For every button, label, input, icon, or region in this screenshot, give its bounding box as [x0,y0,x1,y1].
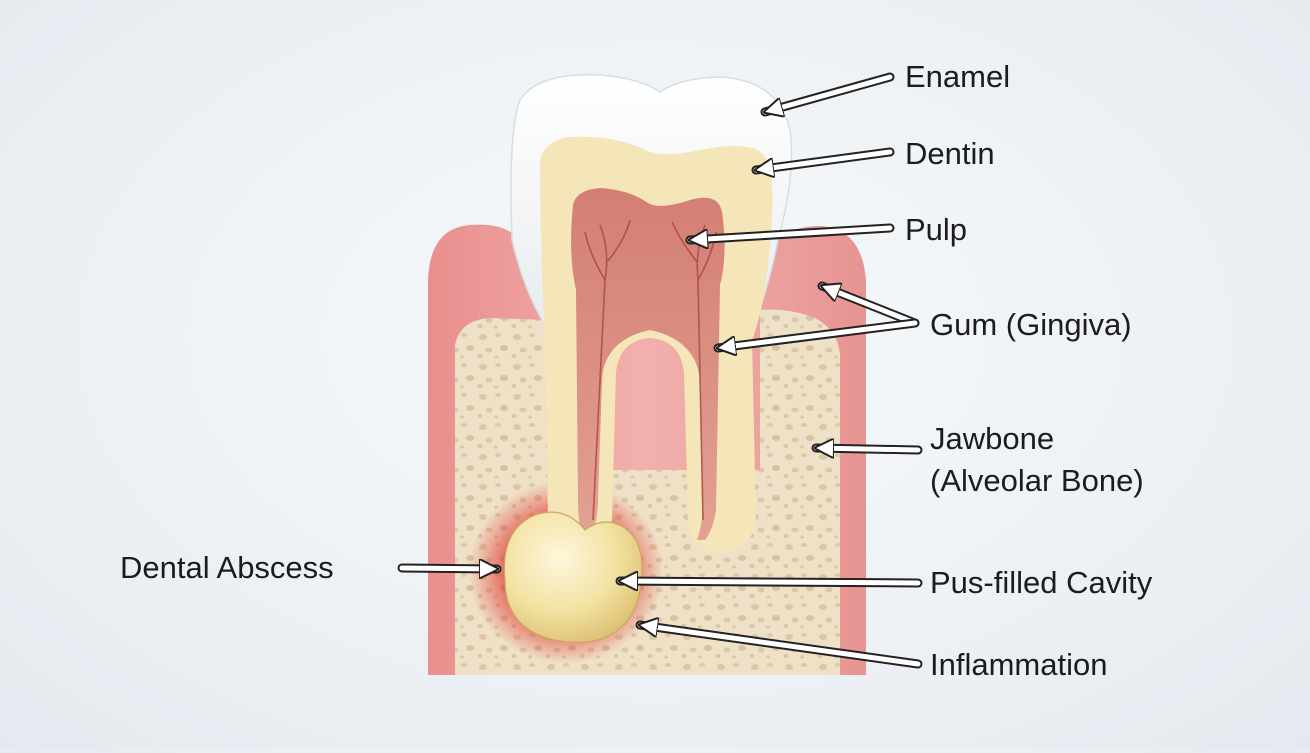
label-pus-filled-cavity: Pus-filled Cavity [930,565,1153,600]
label-enamel: Enamel [905,59,1011,94]
arrow-pulp [685,223,895,240]
pus-filled-cavity [503,511,643,643]
label-jawbone: Jawbone [930,421,1055,456]
pointer-arrows [397,72,923,669]
label-dentin: Dentin [905,136,995,171]
arrow-pus [615,581,923,583]
arrow-enamel [760,72,895,112]
label-dental-abscess: Dental Abscess [120,550,334,585]
arrow-gum-bottom [713,318,920,348]
label-pulp: Pulp [905,212,968,247]
arrow-jawbone [811,448,923,450]
arrow-gum-top [817,281,920,328]
label-alveolar-bone: (Alveolar Bone) [930,463,1144,498]
arrow-dentin [751,147,895,170]
arrow-inflammation [635,625,923,669]
label-inflammation: Inflammation [930,647,1108,682]
label-gum-gingiva: Gum (Gingiva) [930,307,1132,342]
arrow-abscess [397,568,502,569]
pulp-chamber [571,188,725,540]
